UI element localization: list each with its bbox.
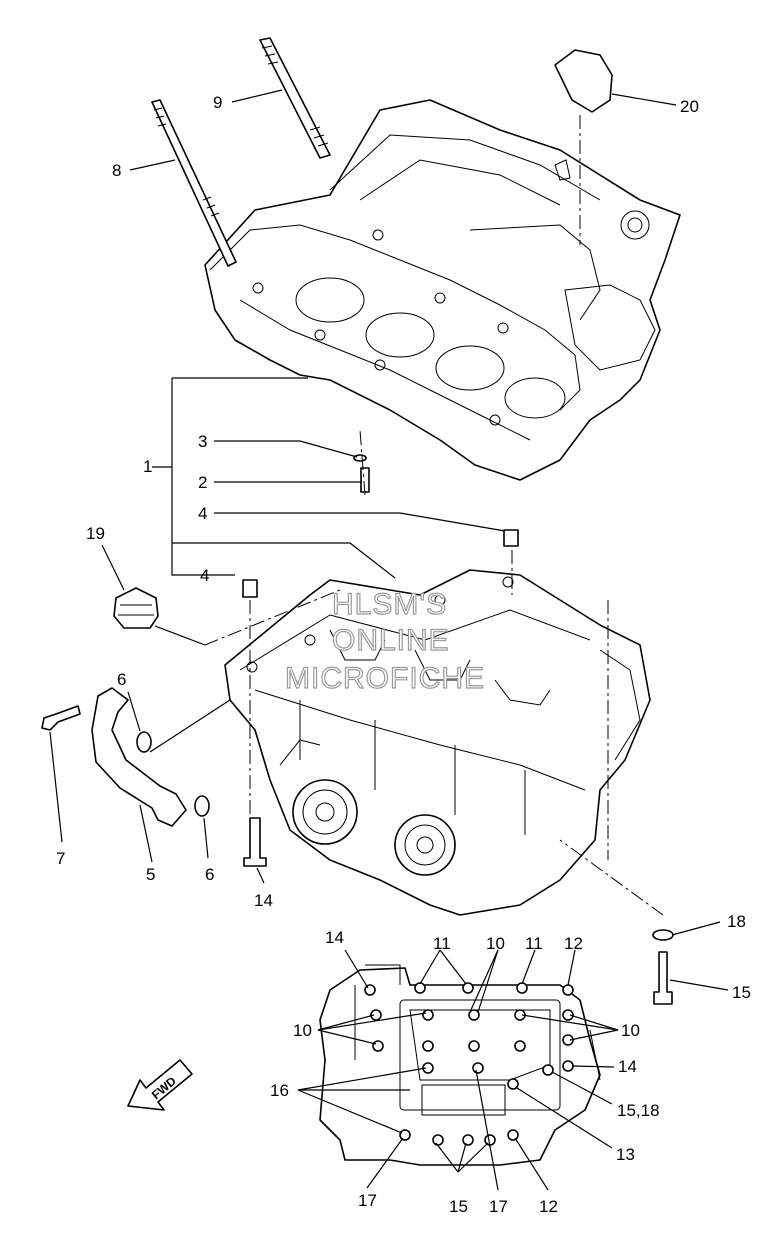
washer-18 <box>652 929 674 941</box>
callout-6-left: 6 <box>117 670 126 689</box>
callout-3: 3 <box>198 432 207 451</box>
fwd-arrow-icon: FWD <box>127 1059 193 1111</box>
callout-17-left: 17 <box>358 1191 377 1210</box>
callout-14-inset-left: 14 <box>325 928 344 947</box>
callout-7: 7 <box>56 849 65 868</box>
long-stud-8 <box>151 99 237 267</box>
dowel-4-lower <box>242 579 258 598</box>
upper-crankcase <box>204 99 681 481</box>
callout-14-inset-right: 14 <box>618 1057 637 1076</box>
callout-8: 8 <box>112 161 121 180</box>
callout-13: 13 <box>616 1145 635 1164</box>
crankcase-bottom-view <box>319 964 601 1166</box>
breather-cover-20 <box>554 49 613 113</box>
callout-4-lower: 4 <box>200 566 209 585</box>
oil-pipe-5 <box>91 687 187 827</box>
callout-18: 18 <box>727 912 746 931</box>
callout-16: 16 <box>270 1081 289 1100</box>
callout-15-18: 15,18 <box>617 1101 660 1120</box>
dowel-4-upper <box>503 529 519 547</box>
callout-17-right: 17 <box>489 1197 508 1216</box>
bolt-7 <box>41 705 81 731</box>
callout-14-upper: 14 <box>254 891 273 910</box>
callout-labels: 20 9 8 1 3 2 4 4 19 6 7 5 6 14 18 15 14 … <box>56 93 751 1216</box>
watermark-line1: HLSM'S <box>332 588 447 621</box>
o-ring-6a <box>136 731 152 753</box>
callout-12-top: 12 <box>564 934 583 953</box>
callout-1: 1 <box>143 457 152 476</box>
watermark-line2: ONLINE <box>332 624 450 657</box>
bottom-view-callout-lines <box>297 949 619 1191</box>
callout-10-right: 10 <box>621 1021 640 1040</box>
watermark: HLSM'S ONLINE MICROFICHE <box>284 587 485 695</box>
callout-10-top: 10 <box>486 934 505 953</box>
callout-11-left: 11 <box>433 934 451 953</box>
callout-15-bottom: 15 <box>449 1197 468 1216</box>
callout-10-left: 10 <box>293 1021 312 1040</box>
callout-20: 20 <box>680 97 699 116</box>
long-stud-9 <box>259 37 331 159</box>
callout-15-right: 15 <box>732 983 751 1002</box>
pin-2 <box>360 467 370 493</box>
lower-crankcase <box>224 569 651 916</box>
callout-5: 5 <box>146 865 155 884</box>
callout-4-upper: 4 <box>198 504 207 523</box>
bolt-14 <box>243 817 267 867</box>
callout-2: 2 <box>198 473 207 492</box>
callout-9: 9 <box>213 93 222 112</box>
bolt-15 <box>653 951 673 1005</box>
callout-lines <box>49 89 729 991</box>
oil-filler-19 <box>113 587 159 629</box>
watermark-line3: MICROFICHE <box>285 662 485 695</box>
o-ring-3 <box>353 454 367 462</box>
callout-6-right: 6 <box>205 865 214 884</box>
callout-11-right: 11 <box>525 934 543 953</box>
callout-12-bottom: 12 <box>539 1197 558 1216</box>
callout-19: 19 <box>86 524 105 543</box>
o-ring-6b <box>194 795 210 817</box>
